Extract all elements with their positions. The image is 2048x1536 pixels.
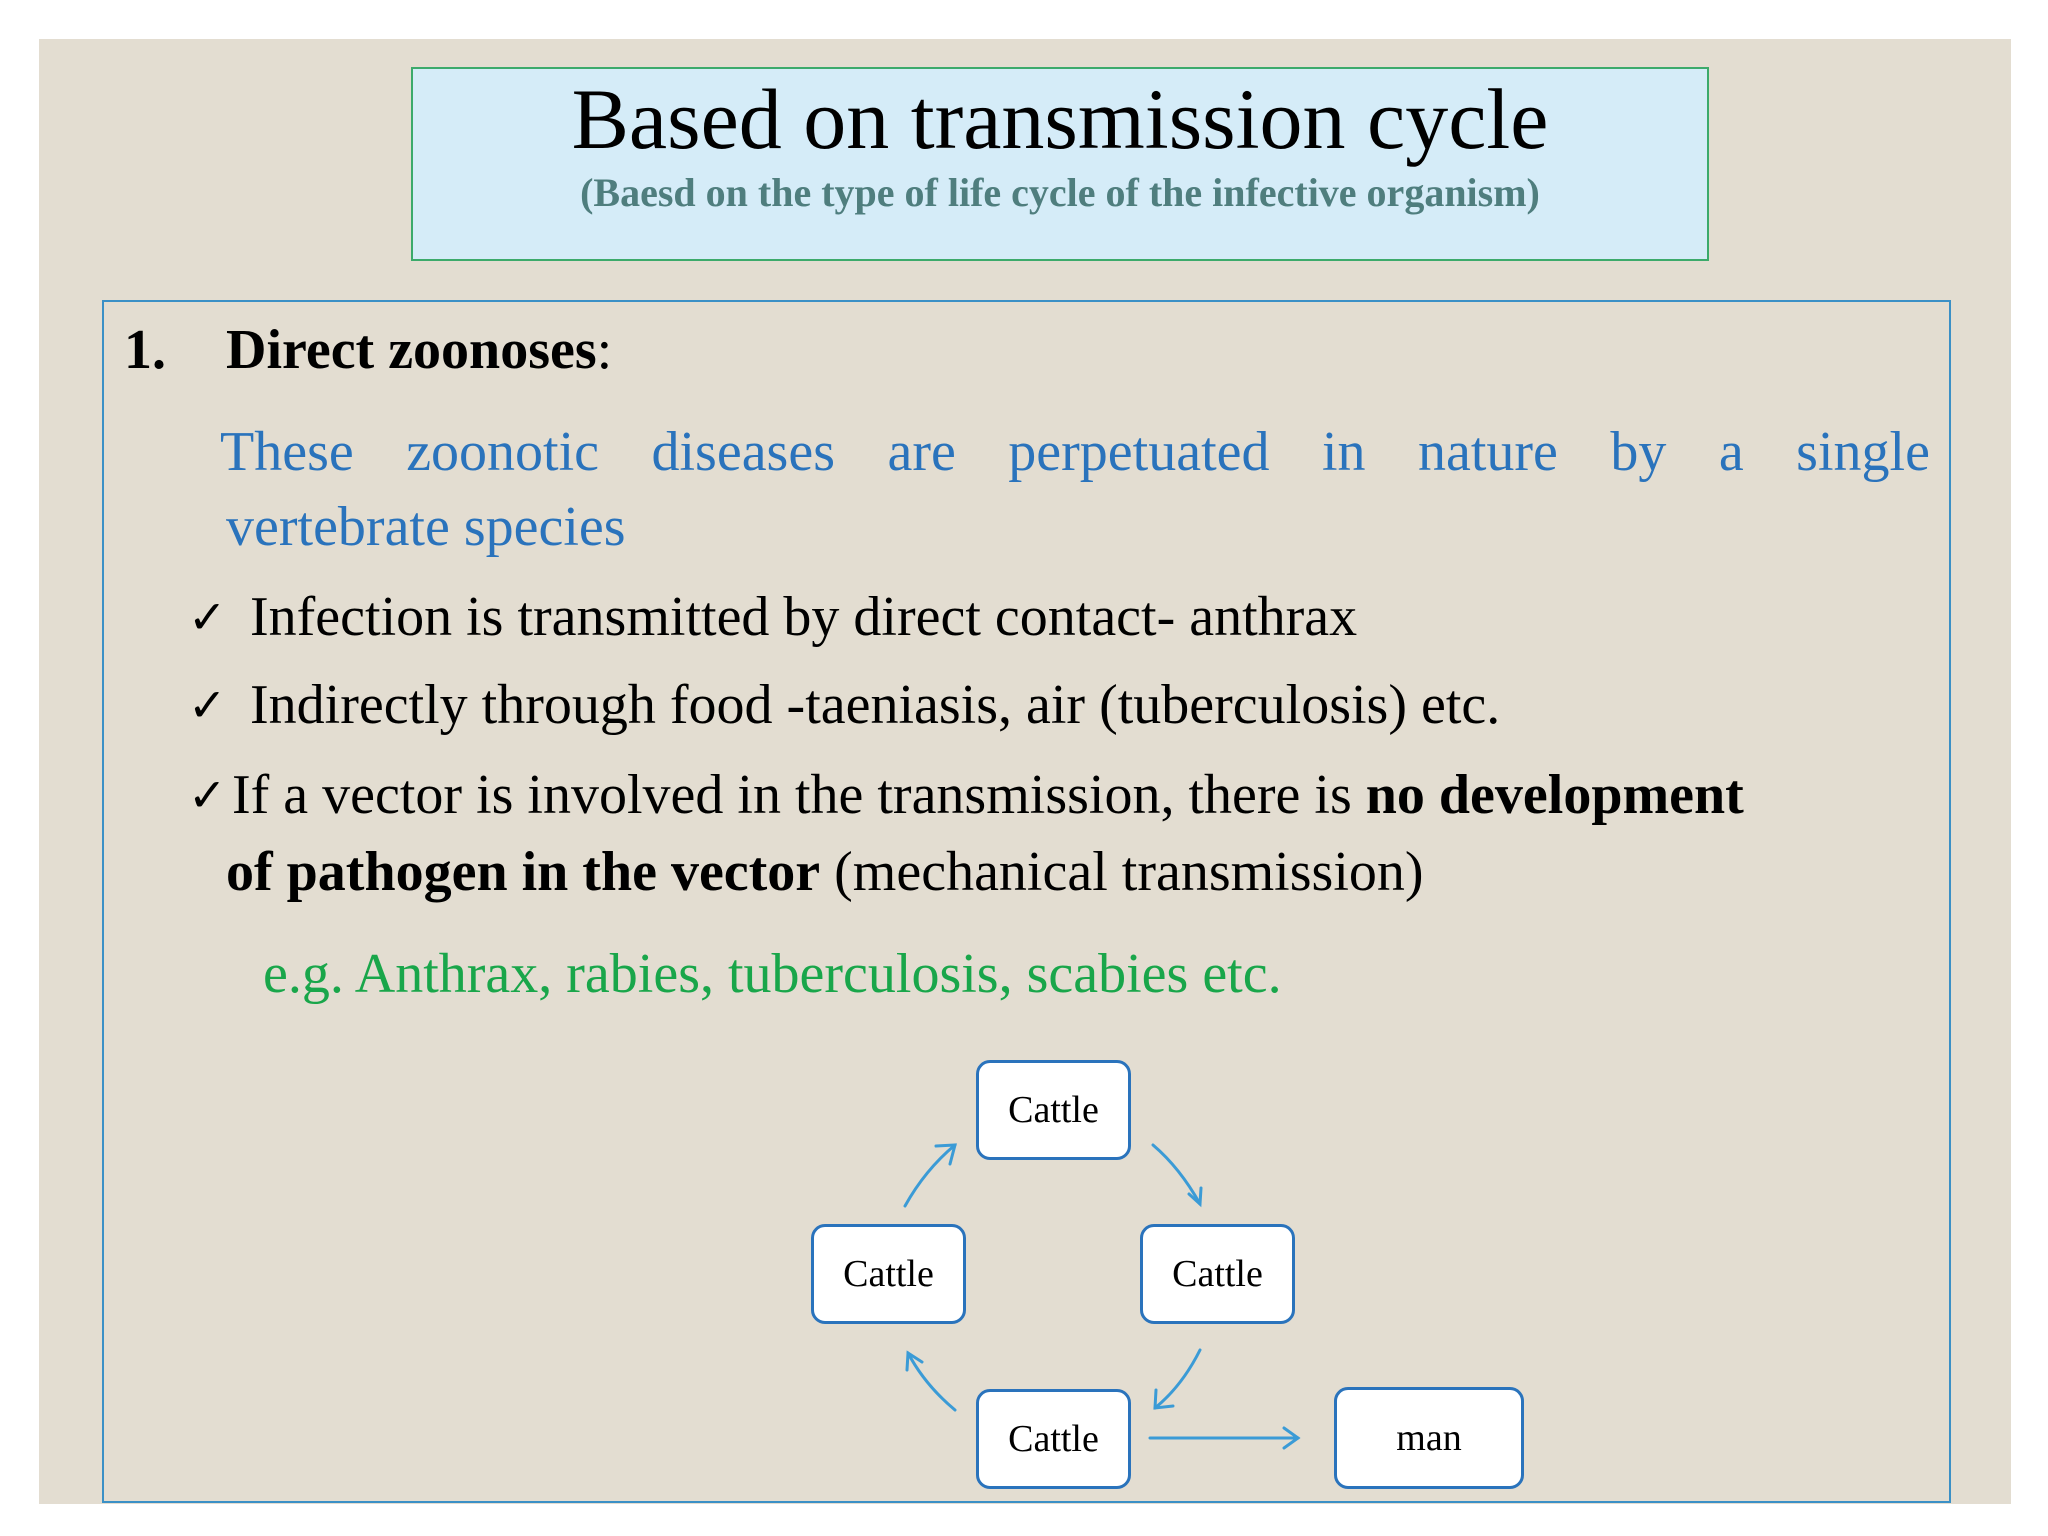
heading-label: Direct zoonoses: [226, 318, 612, 382]
examples-line: e.g. Anthrax, rabies, tuberculosis, scab… [263, 943, 1282, 1005]
cycle-node-man: man [1334, 1387, 1524, 1489]
definition-word: perpetuated [1008, 421, 1270, 483]
definition-line-1: These zoonotic diseases are perpetuated … [220, 420, 1930, 484]
cycle-node-cattle-bottom: Cattle [976, 1389, 1131, 1489]
cycle-node-cattle-right: Cattle [1140, 1224, 1295, 1324]
checkmark-icon: ✓ [188, 590, 227, 644]
definition-word: nature [1417, 421, 1558, 483]
definition-word: single [1796, 421, 1930, 483]
heading-text: Direct zoonoses [226, 319, 597, 381]
definition-word: zoonotic [406, 421, 600, 483]
bullet-direct-contact: Infection is transmitted by direct conta… [250, 586, 1358, 648]
slide-background [39, 39, 2011, 1504]
heading-number: 1. [124, 319, 166, 381]
cycle-node-cattle-top: Cattle [976, 1060, 1131, 1160]
bullet-vector-line-2: of pathogen in the vector (mechanical tr… [226, 840, 1424, 904]
heading-colon: : [596, 319, 613, 381]
definition-word: by [1610, 421, 1667, 483]
bullet-vector-emphasis: no development [1365, 764, 1744, 826]
title-box: Based on transmission cycle (Baesd on th… [411, 67, 1709, 261]
bullet-vector-text: (mechanical transmission) [820, 841, 1424, 903]
bullet-vector-text: If a vector is involved in the transmiss… [232, 764, 1366, 826]
definition-word: are [887, 421, 956, 483]
slide-title: Based on transmission cycle [571, 71, 1549, 167]
bullet-vector-line-1: If a vector is involved in the transmiss… [232, 763, 1930, 827]
definition-word: These [220, 421, 354, 483]
definition-line-2: vertebrate species [226, 496, 626, 558]
bullet-indirect: Indirectly through food -taeniasis, air … [250, 674, 1501, 736]
content-box [102, 300, 1951, 1503]
cycle-node-cattle-left: Cattle [811, 1224, 966, 1324]
checkmark-icon: ✓ [188, 678, 227, 732]
definition-word: diseases [651, 421, 835, 483]
checkmark-icon: ✓ [188, 768, 227, 822]
definition-word: a [1718, 421, 1744, 483]
definition-word: in [1321, 421, 1366, 483]
bullet-vector-emphasis: of pathogen in the vector [226, 841, 821, 903]
slide-subtitle: (Baesd on the type of life cycle of the … [580, 170, 1540, 215]
